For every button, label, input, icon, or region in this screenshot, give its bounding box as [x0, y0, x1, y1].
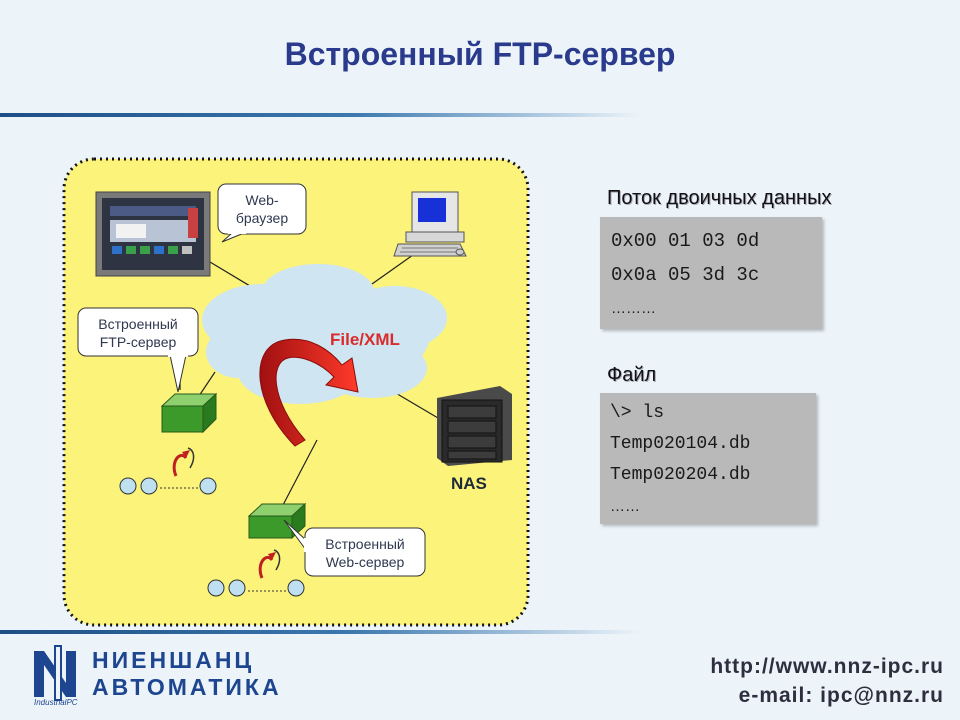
binary-stream-heading: Поток двоичных данных — [607, 187, 832, 209]
file-line-2: Temp020104.db — [610, 434, 751, 454]
bottom-divider — [0, 630, 640, 634]
callout-web-server-line2: Web-сервер — [325, 554, 405, 570]
top-divider — [0, 113, 640, 117]
logo-small-text: IndustrialPC — [34, 698, 78, 707]
file-line-1: \> ls — [610, 403, 665, 423]
binary-line-1: 0x00 01 03 0d — [611, 230, 760, 252]
logo-line1: НИЕНШАНЦ — [92, 647, 255, 673]
email-link[interactable]: e-mail: ipc@nnz.ru — [738, 684, 944, 707]
cloud-label: File/XML — [330, 330, 400, 349]
nas-label: NAS — [451, 474, 487, 493]
binary-stream-box: 0x00 01 03 0d 0x0a 05 3d 3c ……… — [600, 217, 822, 329]
page-title: Встроенный FTP-сервер — [284, 36, 676, 72]
controller-ftp — [160, 392, 218, 434]
logo-line2: АВТОМАТИКА — [92, 674, 282, 700]
callout-web-browser: Web- браузер — [218, 191, 306, 227]
file-heading: Файл — [607, 364, 657, 386]
callout-ftp-server-shape — [77, 307, 199, 393]
desktop-computer — [393, 191, 467, 257]
callout-web-browser-line2: браузер — [235, 210, 289, 226]
field-devices-1 — [119, 447, 217, 495]
callout-web-browser-line1: Web- — [245, 192, 279, 208]
binary-line-3: ……… — [611, 300, 656, 317]
file-listing-box: \> ls Temp020104.db Temp020204.db …… — [600, 393, 816, 524]
callout-web-server: Встроенный Web-сервер — [305, 535, 425, 571]
binary-line-2: 0x0a 05 3d 3c — [611, 264, 760, 286]
callout-web-browser-shape — [217, 183, 307, 243]
field-devices-2 — [207, 549, 305, 597]
callout-web-server-line1: Встроенный — [325, 536, 405, 552]
controller-web — [247, 502, 307, 540]
touch-panel-device — [95, 191, 211, 277]
website-link[interactable]: http://www.nnz-ipc.ru — [710, 655, 944, 678]
callout-ftp-server: Встроенный FTP-сервер — [78, 315, 198, 351]
company-logo-icon — [26, 645, 88, 701]
file-line-3: Temp020204.db — [610, 465, 751, 485]
file-line-4: …… — [610, 498, 640, 515]
nas-device — [437, 386, 512, 466]
callout-web-server-shape — [283, 519, 426, 577]
callout-ftp-server-line1: Встроенный — [98, 316, 178, 332]
callout-ftp-server-line2: FTP-сервер — [99, 334, 177, 350]
data-flow-arrow — [259, 338, 359, 447]
